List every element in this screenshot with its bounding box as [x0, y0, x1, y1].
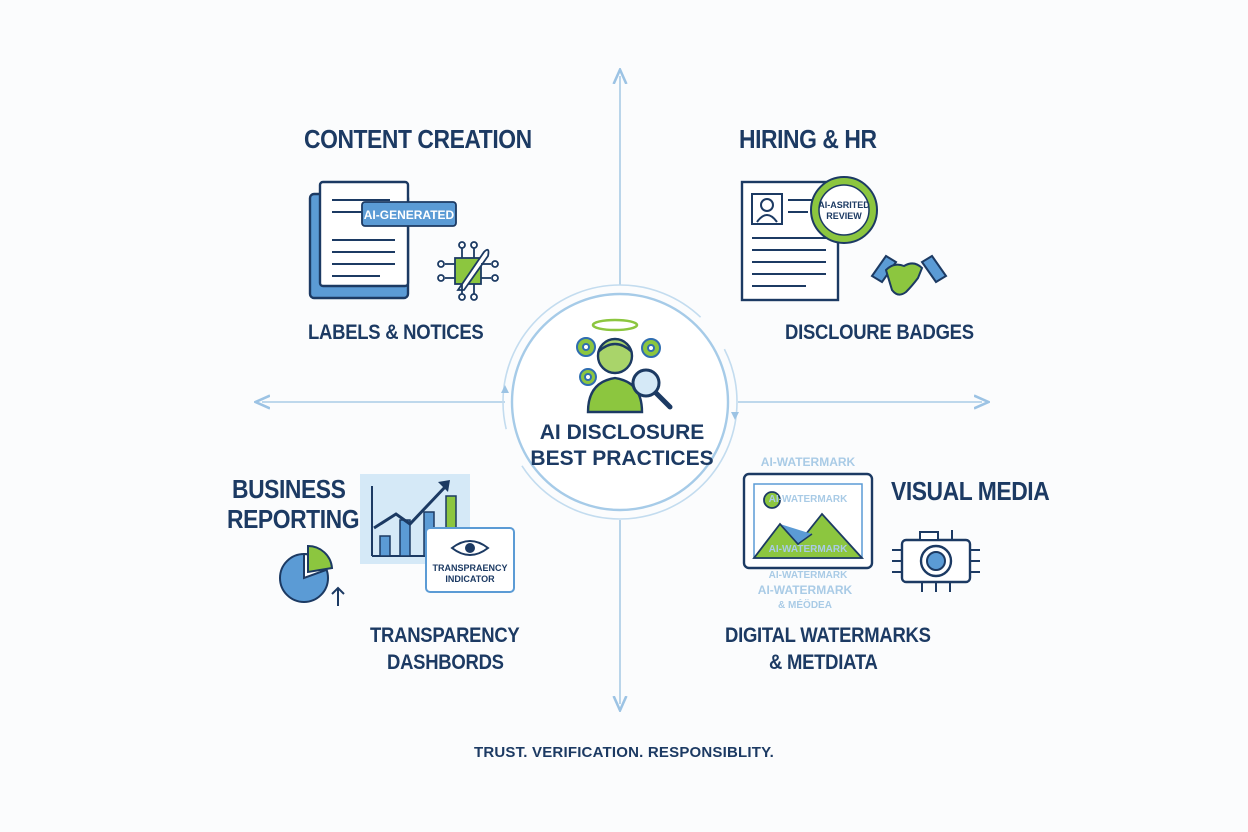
watermark-text: AI-WATERMARK: [769, 544, 848, 555]
center-title-line2: BEST PRACTICES: [530, 447, 714, 470]
photo-frame-icon: [742, 472, 874, 570]
gear-icon: [576, 337, 661, 386]
seal-text-line2: REVIEW: [826, 211, 862, 221]
transparency-dashboards-caption-line1: TRANSPARENCY: [370, 624, 520, 647]
tagline: TRUST. VERIFICATION. RESPONSIBLITY.: [473, 744, 775, 761]
transparency-dashboards-caption-line2: DASHBORDS: [387, 651, 504, 674]
transparency-indicator-card: TRANSPRAENCY INDICATOR: [425, 527, 515, 593]
watermark-text: AI-WATERMARK: [769, 570, 848, 581]
business-reporting-title-line2: REPORTING: [227, 504, 360, 534]
labels-notices-caption: LABELS & NOTICES: [308, 321, 484, 344]
document-icon: AI-GENERATED: [308, 180, 457, 300]
camera-chip-icon: [892, 530, 980, 592]
watermark-text: AI-WATERMARK: [758, 583, 853, 597]
seal-text-line1: AI-ASRITED: [818, 200, 870, 210]
halo-icon: [591, 318, 639, 332]
watermark-texts: AI-WATERMARK AI-WATERMARK AI-WATERMARK A…: [758, 455, 856, 611]
review-seal-icon: AI-ASRITED REVIEW: [810, 176, 878, 244]
indicator-text-line1: TRANSPRAENCY: [432, 563, 507, 573]
watermark-text: AI-WATERMARK: [761, 455, 856, 469]
watermark-text: AI-WATERMARK: [769, 494, 848, 505]
disclosure-badges-caption: DISCLOURE BADGES: [785, 321, 974, 344]
indicator-text-line2: INDICATOR: [445, 574, 495, 584]
ai-chip-pen-icon: [437, 241, 499, 301]
ai-generated-badge: [361, 201, 457, 227]
center-title-line1: AI DISCLOSURE: [539, 421, 705, 444]
content-creation-title: CONTENT CREATION: [304, 124, 532, 154]
center-title: AI DISCLOSURE BEST PRACTICES: [520, 420, 724, 472]
pie-chart-icon: [279, 544, 345, 606]
digital-watermarks-caption-line1: DIGITAL WATERMARKS: [725, 624, 931, 647]
ai-generated-badge-text: AI-GENERATED: [364, 208, 455, 222]
watermark-text: & MÉÖDEA: [778, 598, 832, 611]
person-icon: [586, 337, 644, 414]
center-hub: [501, 284, 739, 520]
visual-media-title: VISUAL MEDIA: [891, 476, 1050, 506]
magnifier-icon: [631, 368, 673, 410]
axis-lines: [262, 76, 982, 704]
digital-watermarks-caption-line2: & METDIATA: [769, 651, 878, 674]
hiring-hr-title: HIRING & HR: [739, 124, 877, 154]
business-reporting-title-line1: BUSINESS: [232, 474, 346, 504]
handshake-icon: [870, 254, 948, 296]
